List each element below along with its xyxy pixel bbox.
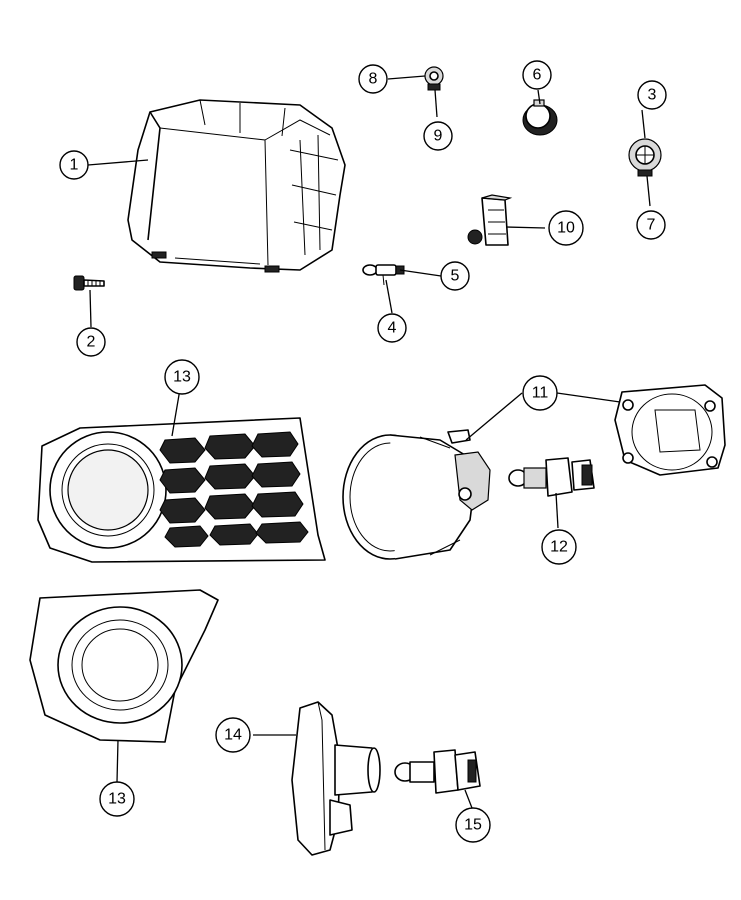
fog-lamp-bezel-blank bbox=[29, 589, 219, 743]
callout-1: 1 bbox=[59, 150, 89, 180]
screw bbox=[73, 275, 105, 291]
headlamp-assembly bbox=[127, 99, 346, 273]
callout-label: 13 bbox=[173, 369, 191, 386]
callout-12: 12 bbox=[541, 529, 577, 565]
grille-pattern bbox=[159, 431, 309, 548]
callout-13-upper: 13 bbox=[164, 359, 200, 395]
callout-10: 10 bbox=[548, 210, 584, 246]
callout-4: 4 bbox=[377, 313, 407, 343]
fog-lamp-bracket bbox=[614, 384, 726, 476]
callout-11: 11 bbox=[522, 375, 558, 411]
callout-label: 8 bbox=[369, 71, 378, 88]
callout-2: 2 bbox=[76, 327, 106, 357]
side-marker-lamp bbox=[291, 701, 381, 856]
fog-lamp-bezel-grille bbox=[37, 417, 326, 563]
leader-lines bbox=[87, 75, 651, 809]
callout-label: 1 bbox=[70, 157, 79, 174]
callout-label: 14 bbox=[224, 727, 242, 744]
callout-15: 15 bbox=[455, 807, 491, 843]
callout-label: 11 bbox=[532, 385, 549, 402]
bulb bbox=[522, 99, 558, 136]
callout-label: 10 bbox=[557, 220, 575, 237]
fog-lamp bbox=[342, 429, 491, 560]
callout-3: 3 bbox=[637, 80, 667, 110]
callout-label: 15 bbox=[464, 817, 482, 834]
callout-5: 5 bbox=[440, 261, 470, 291]
fog-bulb bbox=[508, 457, 595, 497]
callout-label: 13 bbox=[108, 791, 126, 808]
side-marker-bulb-socket bbox=[394, 749, 481, 794]
callout-label: 12 bbox=[550, 539, 568, 556]
callout-label: 7 bbox=[647, 217, 656, 234]
callout-9: 9 bbox=[423, 121, 453, 151]
callout-label: 5 bbox=[451, 268, 460, 285]
connector bbox=[467, 194, 513, 246]
callout-label: 9 bbox=[434, 128, 443, 145]
callout-7: 7 bbox=[636, 210, 666, 240]
small-bulb-socket bbox=[424, 66, 444, 91]
callout-8: 8 bbox=[358, 64, 388, 94]
callout-label: 2 bbox=[87, 334, 96, 351]
wedge-bulb bbox=[362, 264, 405, 286]
callout-label: 6 bbox=[533, 67, 542, 84]
callout-6: 6 bbox=[522, 60, 552, 90]
callout-label: 3 bbox=[648, 87, 657, 104]
bulb-socket-assembly bbox=[628, 138, 662, 177]
callout-14: 14 bbox=[215, 717, 251, 753]
callout-label: 4 bbox=[388, 320, 397, 337]
callout-13-lower: 13 bbox=[99, 781, 135, 817]
